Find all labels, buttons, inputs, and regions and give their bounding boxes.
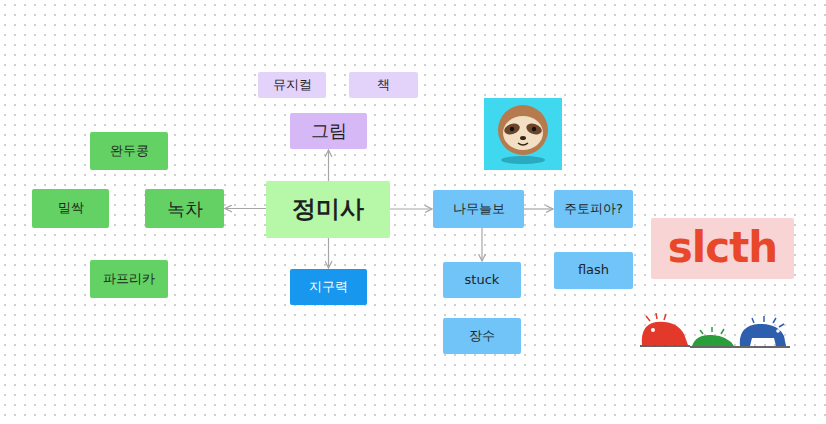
mindmap-box: 밀싹: [32, 189, 109, 228]
mindmap-box: 나무늘보: [433, 190, 524, 228]
arrow-connector: [390, 208, 432, 209]
mindmap-box: slcth: [651, 218, 794, 279]
box-label: 완두콩: [110, 144, 149, 158]
box-label: 장수: [469, 329, 495, 343]
box-label: slcth: [668, 225, 777, 271]
mindmap-box: 뮤지컬: [258, 72, 326, 98]
mindmap-box: 그림: [290, 113, 367, 149]
box-label: 그림: [311, 121, 347, 141]
box-label: stuck: [465, 273, 500, 287]
box-label: 지구력: [309, 280, 348, 294]
mindmap-box: 책: [349, 72, 418, 98]
arrow-connector: [524, 208, 553, 209]
box-label: 밀싹: [58, 201, 84, 215]
box-label: 뮤지컬: [273, 78, 312, 92]
mindmap-box: 완두콩: [90, 132, 168, 170]
mindmap-box: 지구력: [290, 269, 367, 305]
box-label: 파프리카: [103, 272, 155, 286]
sloth-icon: [484, 98, 562, 170]
box-label: 정미사: [292, 196, 364, 222]
mindmap-box: 파프리카: [90, 260, 168, 298]
box-label: 나무늘보: [453, 202, 505, 216]
mindmap-box: 장수: [443, 318, 521, 354]
mindmap-box: stuck: [443, 262, 521, 298]
box-label: 책: [377, 78, 390, 92]
box-label: 주토피아?: [564, 202, 623, 216]
arrow-connector: [328, 238, 329, 268]
box-label: flash: [578, 263, 609, 277]
arrow-connector: [225, 208, 266, 209]
arrow-connector: [481, 228, 482, 261]
sloth-drawings: [640, 313, 790, 347]
mindmap-box: 주토피아?: [554, 190, 633, 228]
mindmap-box: 정미사: [266, 181, 390, 238]
arrow-connector: [328, 150, 329, 181]
mindmap-box: flash: [554, 252, 633, 289]
mindmap-box: 녹차: [145, 189, 224, 228]
box-label: 녹차: [167, 199, 203, 219]
